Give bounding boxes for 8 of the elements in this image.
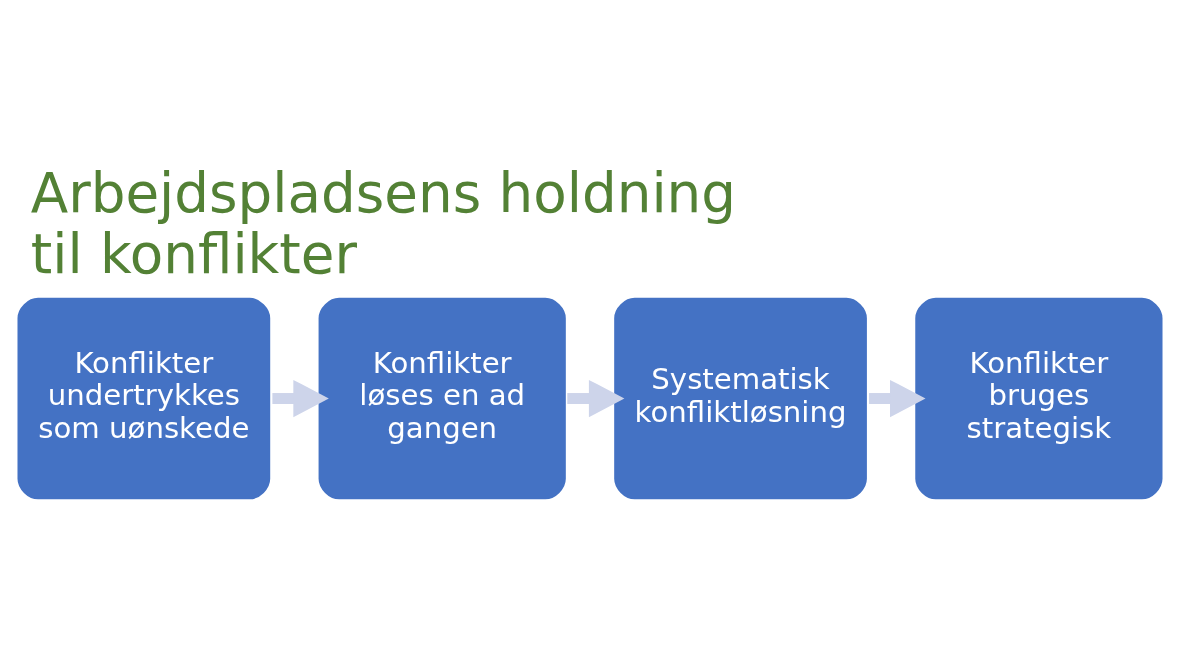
- arrow: [272, 379, 329, 418]
- node-box: Konflikter løses en ad gangen: [315, 294, 569, 503]
- diagram-title: Arbejdspladsens holdning til konflikter: [30, 161, 737, 286]
- node-box: Konflikter bruges strategisk: [912, 294, 1166, 503]
- arrow: [869, 379, 926, 418]
- node-box: Konflikter undertrykkes som uønskede: [14, 294, 273, 503]
- node-box: Systematisk konfliktløsning: [611, 294, 870, 503]
- arrow: [567, 379, 625, 418]
